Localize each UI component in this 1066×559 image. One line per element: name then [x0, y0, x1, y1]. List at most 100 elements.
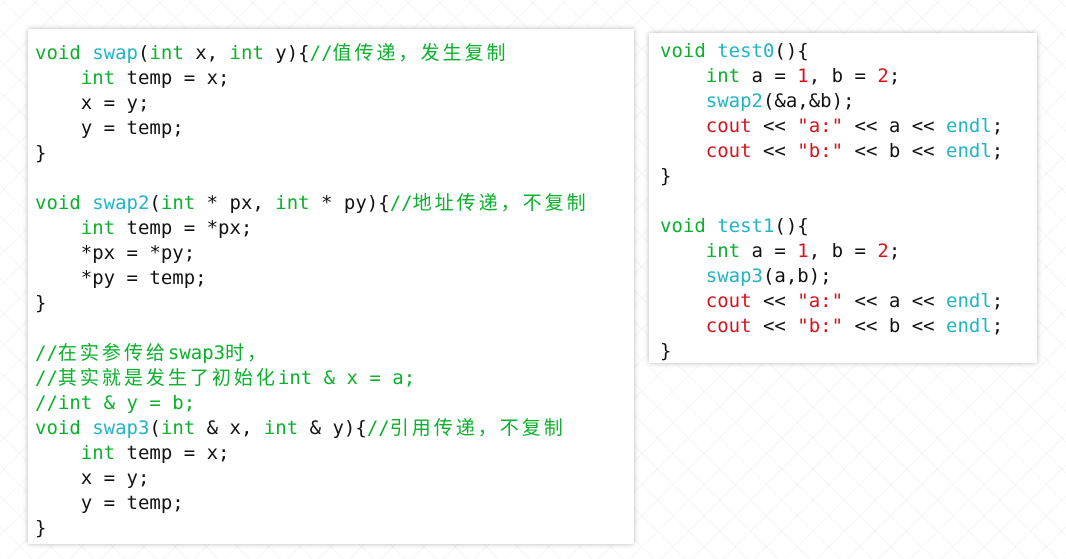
code-line: //int & y = b;: [35, 391, 634, 416]
code-token: [660, 90, 706, 112]
code-panel-swap-functions: void swap(int x, int y){//值传递，发生复制 int t…: [28, 29, 634, 544]
code-line: x = y;: [35, 466, 634, 491]
code-token: swap2: [705, 90, 763, 112]
code-token: cout: [705, 290, 752, 312]
code-token: void: [35, 42, 81, 64]
code-line: void swap3(int & x, int & y){//引用传递，不复制: [35, 416, 634, 441]
code-token: (: [149, 417, 161, 439]
code-token: a =: [740, 240, 798, 262]
code-token: [81, 417, 92, 439]
code-line: cout << "a:" << a << endl;: [660, 114, 1037, 139]
code-token: temp = *px;: [115, 217, 253, 239]
code-token: int: [705, 65, 741, 87]
code-line: [35, 316, 634, 341]
code-token: temp = x;: [115, 67, 230, 89]
code-token: [660, 290, 706, 312]
code-token: << b <<: [843, 140, 947, 162]
code-token: a =: [740, 65, 798, 87]
code-token: int: [80, 67, 116, 89]
code-token: [81, 192, 92, 214]
code-token: "b:": [797, 315, 844, 337]
code-token: void: [660, 40, 706, 62]
code-token: [660, 265, 706, 287]
code-token: 引用传递，不复制: [389, 417, 566, 439]
code-token: ;: [991, 140, 1004, 162]
code-line: }: [35, 141, 634, 166]
code-line: [35, 166, 634, 191]
code-token: x,: [183, 42, 230, 64]
code-token: *py = temp;: [35, 267, 207, 289]
code-panel-test-functions: void test0(){ int a = 1, b = 2; swap2(&a…: [649, 33, 1037, 363]
code-token: //: [309, 42, 333, 64]
code-block: void test0(){ int a = 1, b = 2; swap2(&a…: [660, 39, 1037, 364]
code-line: *py = temp;: [35, 266, 634, 291]
code-token: 1: [797, 65, 809, 87]
code-token: swap3: [92, 417, 150, 439]
code-token: [706, 215, 717, 237]
code-token: ;: [888, 240, 901, 262]
code-line: int temp = x;: [35, 441, 634, 466]
code-token: <<: [751, 140, 798, 162]
code-token: << a <<: [843, 290, 947, 312]
code-line: }: [35, 516, 634, 541]
code-token: [660, 115, 706, 137]
code-token: int: [80, 217, 116, 239]
code-token: int: [80, 442, 116, 464]
code-token: (: [149, 192, 161, 214]
code-token: <<: [751, 115, 798, 137]
code-token: cout: [705, 115, 752, 137]
code-line: void swap(int x, int y){//值传递，发生复制: [35, 41, 634, 66]
code-token: int: [229, 42, 264, 64]
code-token: (){: [774, 40, 809, 62]
code-token: , b =: [808, 240, 878, 262]
code-line: }: [35, 291, 634, 316]
code-token: 地址传递，不复制: [412, 192, 589, 214]
code-token: ;: [991, 315, 1004, 337]
code-line: y = temp;: [35, 116, 634, 141]
code-token: <<: [751, 290, 798, 312]
code-line: void swap2(int * px, int * py){//地址传递，不复…: [35, 191, 634, 216]
code-line: [660, 189, 1037, 214]
code-line: int temp = x;: [35, 66, 634, 91]
code-line: int a = 1, b = 2;: [660, 239, 1037, 264]
code-token: int: [275, 192, 310, 214]
code-line: y = temp;: [35, 491, 634, 516]
code-token: endl: [946, 140, 992, 162]
code-token: [35, 442, 81, 464]
code-token: * px,: [195, 192, 276, 214]
code-token: "b:": [797, 140, 844, 162]
code-token: ;: [991, 115, 1004, 137]
code-token: endl: [946, 315, 992, 337]
code-line: //在实参传给swap3时，: [35, 341, 634, 366]
code-token: cout: [705, 315, 752, 337]
code-token: void: [660, 215, 706, 237]
code-token: swap3: [705, 265, 763, 287]
code-token: (){: [774, 215, 809, 237]
code-line: int temp = *px;: [35, 216, 634, 241]
code-line: int a = 1, b = 2;: [660, 64, 1037, 89]
code-token: *px = *py;: [35, 242, 196, 264]
code-token: }: [660, 340, 672, 362]
code-block: void swap(int x, int y){//值传递，发生复制 int t…: [35, 41, 634, 541]
code-token: (a,b);: [762, 265, 832, 287]
code-token: y = temp;: [35, 492, 184, 514]
code-line: cout << "b:" << b << endl;: [660, 314, 1037, 339]
code-token: int: [160, 192, 196, 214]
code-token: (&a,&b);: [762, 90, 855, 112]
code-token: test0: [717, 40, 775, 62]
code-token: endl: [946, 290, 992, 312]
code-token: y = temp;: [35, 117, 184, 139]
code-token: 值传递，发生复制: [332, 42, 509, 64]
code-token: x = y;: [35, 467, 150, 489]
code-token: 2: [877, 240, 889, 262]
code-token: * py){: [309, 192, 390, 214]
code-line: cout << "b:" << b << endl;: [660, 139, 1037, 164]
code-token: temp = x;: [115, 442, 230, 464]
code-line: cout << "a:" << a << endl;: [660, 289, 1037, 314]
code-token: //: [35, 367, 58, 389]
code-token: << a <<: [843, 115, 947, 137]
code-token: 在实参传给: [57, 342, 168, 364]
code-token: int: [263, 417, 299, 439]
code-token: <<: [751, 315, 798, 337]
code-token: swap2: [92, 192, 150, 214]
